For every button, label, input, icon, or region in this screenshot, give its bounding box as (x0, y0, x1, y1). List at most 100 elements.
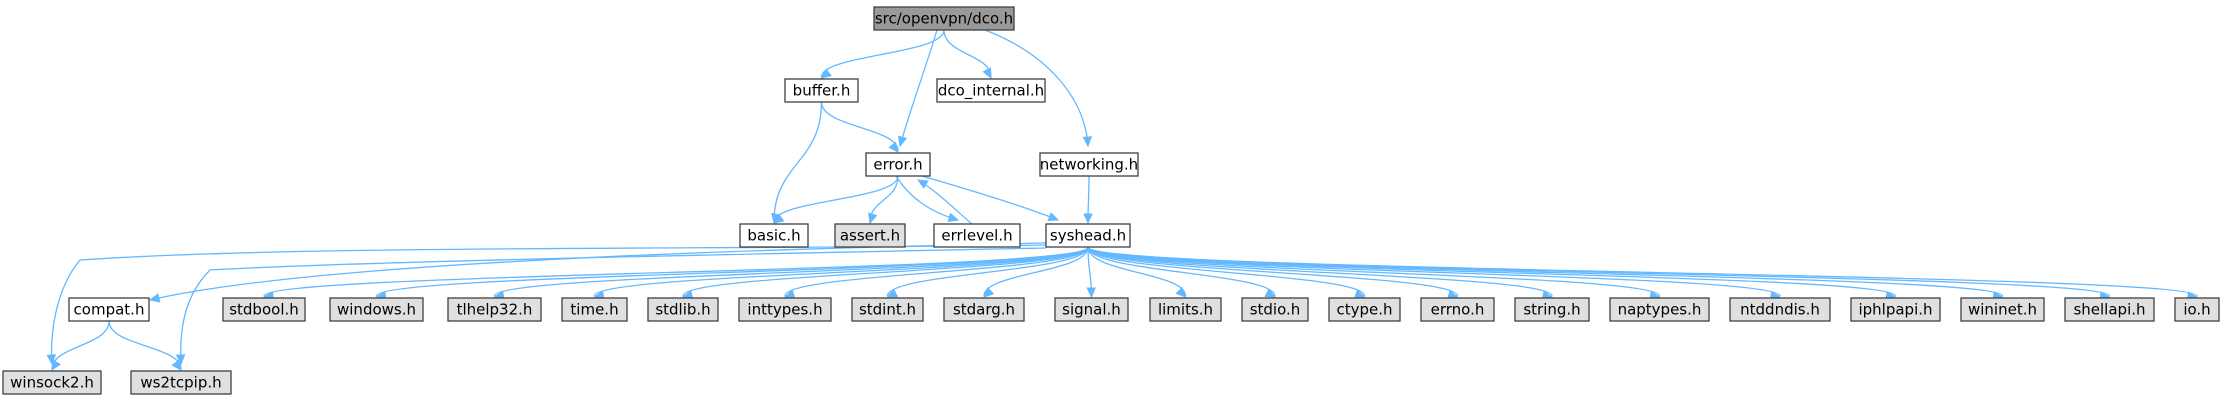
node-ntddndis: ntddndis.h (1729, 297, 1831, 322)
edge-arrowhead-syshead-to-stdint (886, 288, 899, 298)
node-wininet: wininet.h (1960, 297, 2045, 322)
edge-arrowhead-syshead-to-compat (148, 293, 161, 303)
node-box-stdint (851, 297, 924, 322)
edge-arrowhead-syshead-to-signal (1086, 287, 1096, 299)
node-box-windows (329, 297, 424, 322)
node-box-buffer (784, 78, 859, 103)
node-box-errlevel (933, 223, 1021, 248)
edge-dco-to-dco_internal (943, 29, 992, 78)
node-basic[interactable]: basic.h (739, 223, 809, 248)
node-box-ntddndis (1729, 297, 1831, 322)
node-networking[interactable]: networking.h (1039, 152, 1139, 177)
edge-arrowhead-compat-to-winsock2 (51, 359, 61, 372)
node-iphlpapi: iphlpapi.h (1850, 297, 1941, 322)
node-box-stdarg (943, 297, 1025, 322)
node-dco_internal[interactable]: dco_internal.h (936, 78, 1046, 103)
edge-arrowhead-syshead-to-stdio (1264, 288, 1277, 298)
node-box-stdio (1241, 297, 1309, 322)
node-box-naptypes (1609, 297, 1710, 322)
node-time: time.h (561, 297, 628, 322)
node-limits: limits.h (1149, 297, 1222, 322)
edge-dco-to-networking (984, 29, 1089, 147)
node-inttypes: inttypes.h (738, 297, 832, 322)
edge-arrowhead-networking-to-syshead (1083, 213, 1093, 225)
edge-arrowhead-compat-to-ws2tcpip (171, 359, 182, 371)
node-box-tlhelp32 (447, 297, 542, 322)
node-label-stdint: stdint.h (859, 301, 916, 319)
node-label-limits: limits.h (1158, 301, 1213, 319)
edge-arrowhead-error-to-assert (868, 212, 878, 225)
edge-arrowhead-syshead-to-ws2tcpip (175, 354, 186, 366)
edge-dco-to-error (899, 29, 938, 147)
node-error[interactable]: error.h (865, 152, 931, 177)
node-label-errlevel: errlevel.h (941, 227, 1012, 245)
node-stdarg: stdarg.h (943, 297, 1025, 322)
node-label-windows: windows.h (337, 301, 416, 319)
node-label-iphlpapi: iphlpapi.h (1858, 301, 1932, 319)
node-label-compat: compat.h (74, 301, 145, 319)
edge-syshead-to-inttypes (784, 246, 1089, 297)
node-label-ctype: ctype.h (1336, 301, 1392, 319)
edge-syshead-to-stdint (886, 246, 1089, 297)
node-label-ntddndis: ntddndis.h (1740, 301, 1820, 319)
node-label-buffer: buffer.h (793, 82, 851, 100)
edge-error-to-basic (773, 175, 899, 223)
edge-errlevel-to-error (917, 179, 973, 225)
edge-arrowhead-errlevel-to-error (916, 179, 929, 189)
node-stdlib: stdlib.h (647, 297, 719, 322)
node-compat[interactable]: compat.h (68, 297, 150, 322)
node-box-string (1514, 297, 1590, 322)
edge-arrowhead-syshead-to-stdarg (983, 287, 995, 298)
node-errlevel[interactable]: errlevel.h (933, 223, 1021, 248)
node-label-wininet: wininet.h (1968, 301, 2037, 319)
edge-arrowhead-error-to-syshead (1047, 212, 1060, 221)
node-dco[interactable]: src/openvpn/dco.h (873, 6, 1015, 31)
edge-arrowhead-buffer-to-error (888, 141, 899, 153)
node-label-stdarg: stdarg.h (953, 301, 1015, 319)
node-label-dco_internal: dco_internal.h (938, 82, 1044, 101)
edge-syshead-to-stdlib (682, 246, 1089, 297)
node-label-syshead: syshead.h (1050, 227, 1126, 245)
node-label-string: string.h (1523, 301, 1580, 319)
edge-arrowhead-syshead-to-limits (1175, 286, 1187, 298)
node-syshead[interactable]: syshead.h (1045, 223, 1131, 248)
edge-syshead-to-windows (375, 246, 1089, 297)
node-box-limits (1149, 297, 1222, 322)
node-label-inttypes: inttypes.h (747, 301, 822, 319)
edge-arrowhead-error-to-basic (773, 213, 785, 224)
node-label-stdbool: stdbool.h (229, 301, 299, 319)
node-label-assert: assert.h (840, 227, 900, 245)
node-buffer[interactable]: buffer.h (784, 78, 859, 103)
node-label-winsock2: winsock2.h (10, 374, 94, 392)
node-label-error: error.h (873, 156, 922, 174)
node-shellapi: shellapi.h (2064, 297, 2155, 322)
node-stdint: stdint.h (851, 297, 924, 322)
node-box-stdlib (647, 297, 719, 322)
edge-syshead-to-ctype (1087, 246, 1366, 297)
edge-buffer-to-error (820, 101, 899, 152)
node-box-basic (739, 223, 809, 248)
edge-arrowhead-syshead-to-winsock2 (46, 354, 57, 366)
nodes-layer: src/openvpn/dco.h buffer.h dco_internal.he… (2, 6, 2220, 395)
node-signal: signal.h (1054, 297, 1129, 322)
node-ctype: ctype.h (1328, 297, 1401, 322)
node-box-time (561, 297, 628, 322)
node-box-errno (1420, 297, 1495, 322)
edge-error-to-syshead (921, 175, 1059, 221)
edge-arrowhead-dco-to-networking (1082, 136, 1093, 148)
node-label-networking: networking.h (1040, 156, 1138, 174)
edge-compat-to-winsock2 (51, 320, 110, 370)
node-winsock2: winsock2.h (2, 370, 102, 395)
node-label-ws2tcpip: ws2tcpip.h (140, 374, 221, 392)
node-label-tlhelp32: tlhelp32.h (457, 301, 533, 319)
edge-syshead-to-time (593, 246, 1089, 297)
node-label-naptypes: naptypes.h (1618, 301, 1702, 319)
node-box-iphlpapi (1850, 297, 1941, 322)
edge-arrowhead-error-to-errlevel (947, 212, 960, 222)
edge-syshead-to-ws2tcpip (180, 247, 1047, 365)
node-label-dco: src/openvpn/dco.h (875, 10, 1013, 28)
node-box-signal (1054, 297, 1129, 322)
node-box-error (865, 152, 931, 177)
node-io: io.h (2174, 297, 2220, 322)
